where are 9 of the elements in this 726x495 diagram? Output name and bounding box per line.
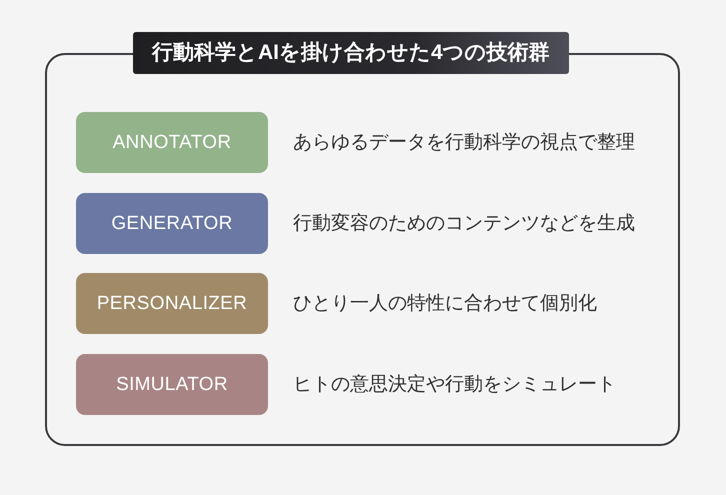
category-box: GENERATOR — [76, 193, 268, 254]
category-box: PERSONALIZER — [76, 273, 268, 334]
description-text: 行動変容のためのコンテンツなどを生成 — [293, 212, 635, 236]
description-text: あらゆるデータを行動科学の視点で整理 — [293, 130, 635, 154]
category-box: ANNOTATOR — [76, 112, 268, 173]
description-text: ヒトの意思決定や行動をシミュレート — [293, 372, 616, 396]
category-box: SIMULATOR — [76, 354, 268, 415]
description-text: ひとり一人の特性に合わせて個別化 — [293, 292, 597, 316]
title-tab: 行動科学とAIを掛け合わせた4つの技術群 — [133, 32, 569, 74]
